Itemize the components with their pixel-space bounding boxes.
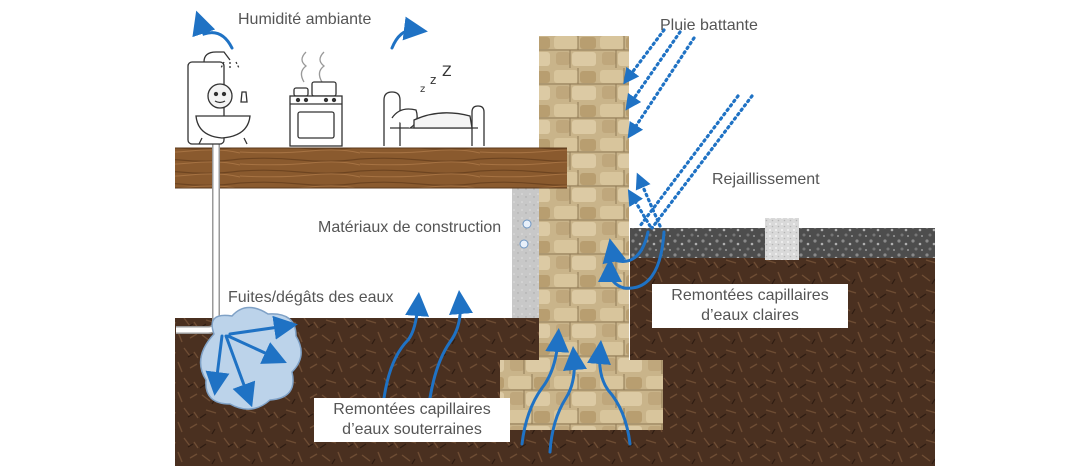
splash-arrow (635, 172, 662, 228)
rain-arrow (625, 30, 682, 111)
soil-under-footing (500, 430, 665, 466)
stove-pot-icon (289, 51, 343, 147)
wood-floor (175, 148, 567, 188)
rain-arrow (623, 28, 666, 85)
plaster-drop-icon (522, 219, 532, 229)
capillary-ground-arrow (520, 328, 570, 446)
label-splash: Rejaillissement (712, 171, 820, 188)
capillary-clear-arrow (598, 230, 666, 290)
label-capillary-clear: Remontées capillaires d’eaux claires (652, 284, 848, 328)
svg-text:Z: Z (442, 64, 452, 80)
label-leaks: Fuites/dégâts des eaux (228, 289, 394, 306)
sleeping-bed-icon: z z Z (383, 64, 485, 146)
leak-arrow (226, 334, 287, 364)
label-capillary-ground-line2: d’eaux souterraines (342, 421, 482, 438)
capillary-ground-arrow (587, 340, 632, 446)
leak-arrow (205, 334, 230, 396)
capillary-ground-arrow (382, 292, 430, 400)
svg-text:z: z (420, 84, 425, 95)
splash-arrow (627, 189, 652, 228)
label-capillary-ground: Remontées capillaires d’eaux souterraine… (314, 398, 510, 442)
rain-arrow (638, 94, 740, 228)
leak-arrow (224, 334, 256, 408)
shower-bath-icon (187, 51, 251, 145)
label-capillary-clear-line1: Remontées capillaires (671, 287, 829, 304)
rain-arrow (650, 94, 754, 230)
label-humidity: Humidité ambiante (238, 11, 372, 28)
leak-arrow (228, 315, 298, 340)
svg-text:z: z (430, 73, 436, 87)
plaster-strip (512, 188, 540, 318)
capillary-ground-arrow (428, 290, 473, 400)
humidity-arrow-right (390, 16, 428, 50)
label-materials: Matériaux de construction (318, 219, 502, 236)
paving-stone (765, 218, 799, 260)
humidity-arrow-left (192, 10, 234, 50)
label-capillary-ground-line1: Remontées capillaires (333, 401, 491, 418)
label-rain: Pluie battante (660, 17, 758, 34)
leak-puddle (199, 306, 302, 410)
plaster-drop-icon (519, 239, 529, 249)
rain-arrow (627, 36, 696, 139)
label-capillary-clear-line2: d’eaux claires (701, 307, 799, 324)
capillary-ground-arrow (548, 346, 587, 454)
